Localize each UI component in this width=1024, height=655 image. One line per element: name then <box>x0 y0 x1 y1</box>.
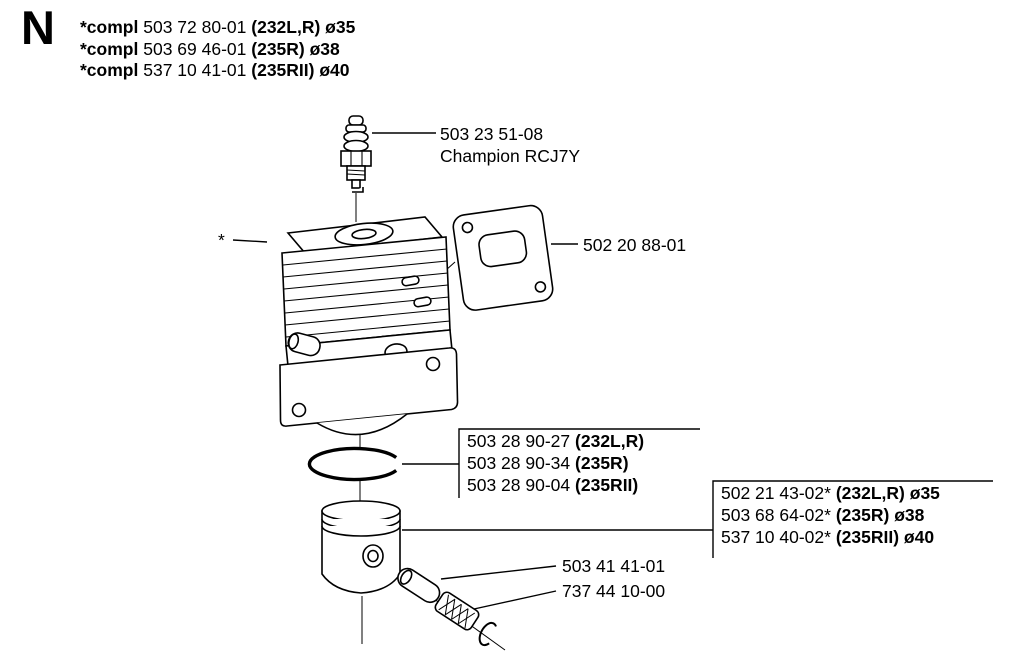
bracket-ring-variants <box>458 428 700 498</box>
bearing-cage-hatch <box>438 594 476 629</box>
piston-model: (235RII) ø40 <box>835 527 935 547</box>
needle-bearing-drawing <box>434 591 480 631</box>
leader-bearing <box>473 590 557 610</box>
piston-drawing <box>321 500 401 594</box>
cylinder-intake-stub <box>287 332 321 357</box>
compl-prefix: *compl <box>80 17 139 37</box>
compl-part-number: 537 10 41-01 <box>143 60 247 80</box>
ring-part-number: 503 28 90-34 <box>467 453 571 473</box>
piston-variant-line: 537 10 40-02* (235RII) ø40 <box>721 526 940 548</box>
ring-variant-line: 503 28 90-27 (232L,R) <box>467 430 644 452</box>
piston-model: (232L,R) ø35 <box>835 483 940 503</box>
compl-part-number: 503 69 46-01 <box>143 38 247 59</box>
header-variant-list: *compl 503 72 80-01 (232L,R) ø35 *compl … <box>80 17 355 82</box>
pin-part-label: 503 41 41-01 <box>562 556 666 576</box>
piston-variant-labels: 502 21 43-02* (232L,R) ø35 503 68 64-02*… <box>721 482 940 548</box>
ring-variant-line: 503 28 90-04 (235RII) <box>467 474 644 496</box>
compl-part-number: 503 72 80-01 <box>143 17 247 37</box>
ring-part-number: 503 28 90-27 <box>467 431 571 451</box>
ring-model: (232L,R) <box>575 431 645 451</box>
cylinder-drawing <box>279 216 459 436</box>
piston-part-number: 503 68 64-02* <box>721 505 831 525</box>
compl-model: (232L,R) ø35 <box>251 17 356 37</box>
gasket-drawing <box>452 204 554 311</box>
ring-part-number: 503 28 90-04 <box>467 475 571 495</box>
piston-part-number: 502 21 43-02* <box>721 483 831 503</box>
bracket-piston-variants <box>712 480 993 558</box>
wrist-pin-drawing <box>397 567 441 604</box>
compl-prefix: *compl <box>80 60 139 80</box>
cylinder-stud <box>413 296 432 308</box>
cylinder-bolt-hole <box>291 402 307 418</box>
piston-model: (235R) ø38 <box>835 505 925 525</box>
piston-part-number: 537 10 40-02* <box>721 527 831 547</box>
compl-model: (235R) ø38 <box>251 38 340 59</box>
compl-variant-line: *compl 503 69 46-01 (235R) ø38 <box>80 39 355 61</box>
cylinder-asterisk-label: * <box>218 230 225 250</box>
piston-variant-line: 502 21 43-02* (232L,R) ø35 <box>721 482 940 504</box>
ring-variant-labels: 503 28 90-27 (232L,R) 503 28 90-34 (235R… <box>467 430 644 496</box>
cylinder-bolt-hole <box>425 356 441 372</box>
leader-lines <box>232 132 993 610</box>
compl-prefix: *compl <box>80 38 139 59</box>
ring-model: (235RII) <box>575 475 639 495</box>
cylinder-stud <box>401 275 420 287</box>
ring-variant-line: 503 28 90-34 (235R) <box>467 452 644 474</box>
circlip-drawing <box>478 621 497 647</box>
compl-model: (235RII) ø40 <box>251 60 350 80</box>
spark-plug-part-label: 503 23 51-08 <box>440 124 544 144</box>
leader-cylinder <box>232 239 268 243</box>
compl-variant-line: *compl 537 10 41-01 (235RII) ø40 <box>80 60 355 82</box>
leader-pin <box>440 565 557 580</box>
gasket-part-label: 502 20 88-01 <box>583 235 687 255</box>
ring-model: (235R) <box>575 453 629 473</box>
spark-plug-name-label: Champion RCJ7Y <box>440 146 581 166</box>
spark-plug-drawing <box>340 115 372 193</box>
compl-variant-line: *compl 503 72 80-01 (232L,R) ø35 <box>80 17 355 39</box>
piston-ring-drawing <box>307 446 398 482</box>
piston-variant-line: 503 68 64-02* (235R) ø38 <box>721 504 940 526</box>
section-letter: N <box>21 1 55 54</box>
bearing-part-label: 737 44 10-00 <box>562 581 666 601</box>
